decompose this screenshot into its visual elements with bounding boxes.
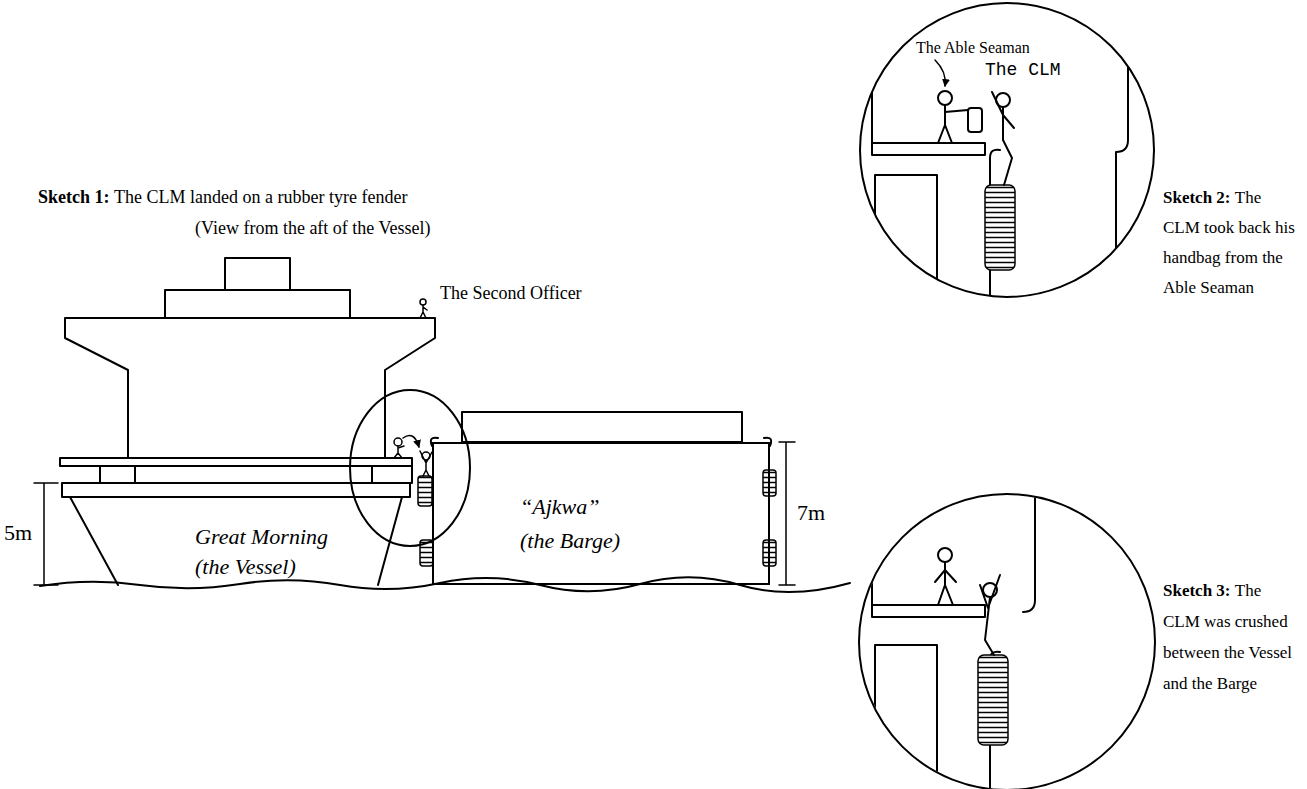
sketch-3-detail <box>872 495 1035 789</box>
barge-hull: “Ajkwa” (the Barge) <box>432 442 770 585</box>
dimension-label: 7m <box>797 500 825 525</box>
callout-ellipse <box>350 390 470 546</box>
vessel-hull: Great Morning(the Vessel) <box>62 483 410 585</box>
vessel-label: (the Vessel) <box>195 553 296 581</box>
vessel-name: Great Morning <box>195 523 328 551</box>
barge-label: (the Barge) <box>520 526 620 556</box>
person-label: The Able Seaman <box>916 38 1030 57</box>
caption-block: Sketch 1:The CLM landed on a rubber tyre… <box>38 186 638 208</box>
sketch-number: Sketch 2: <box>1163 188 1231 207</box>
sketch-caption: The CLM landed on a rubber tyre fender <box>114 187 407 207</box>
label-holder: The Second Officer <box>440 283 582 304</box>
tyre-fender <box>418 470 776 566</box>
caption-block: Sketch 2:The CLM took back his handbag f… <box>1163 183 1301 303</box>
barge-detail <box>431 412 771 446</box>
person-label: The Second Officer <box>440 283 582 303</box>
sketch-circle: The Able SeamanThe CLM <box>859 2 1155 298</box>
sketch-2-detail <box>872 20 1128 310</box>
dimension-label: 5m <box>4 520 32 545</box>
dimension-line <box>779 442 795 585</box>
person-figure <box>394 435 432 476</box>
label-holder: 5m <box>4 520 32 546</box>
sketch-number: Sketch 3: <box>1163 581 1231 600</box>
sketch-caption: (View from the aft of the Vessel) <box>195 218 431 238</box>
person-label: The CLM <box>985 60 1061 81</box>
label-holder: (View from the aft of the Vessel) <box>195 218 431 239</box>
caption-block: Sketch 3:The CLM was crushed between the… <box>1163 575 1301 699</box>
officer-figure <box>420 299 427 318</box>
dimension-line <box>34 483 58 585</box>
label-holder: 7m <box>797 500 825 526</box>
barge-name: “Ajkwa” <box>520 492 599 522</box>
callout-circle <box>859 494 1155 789</box>
sketch-number: Sketch 1: <box>38 187 110 207</box>
